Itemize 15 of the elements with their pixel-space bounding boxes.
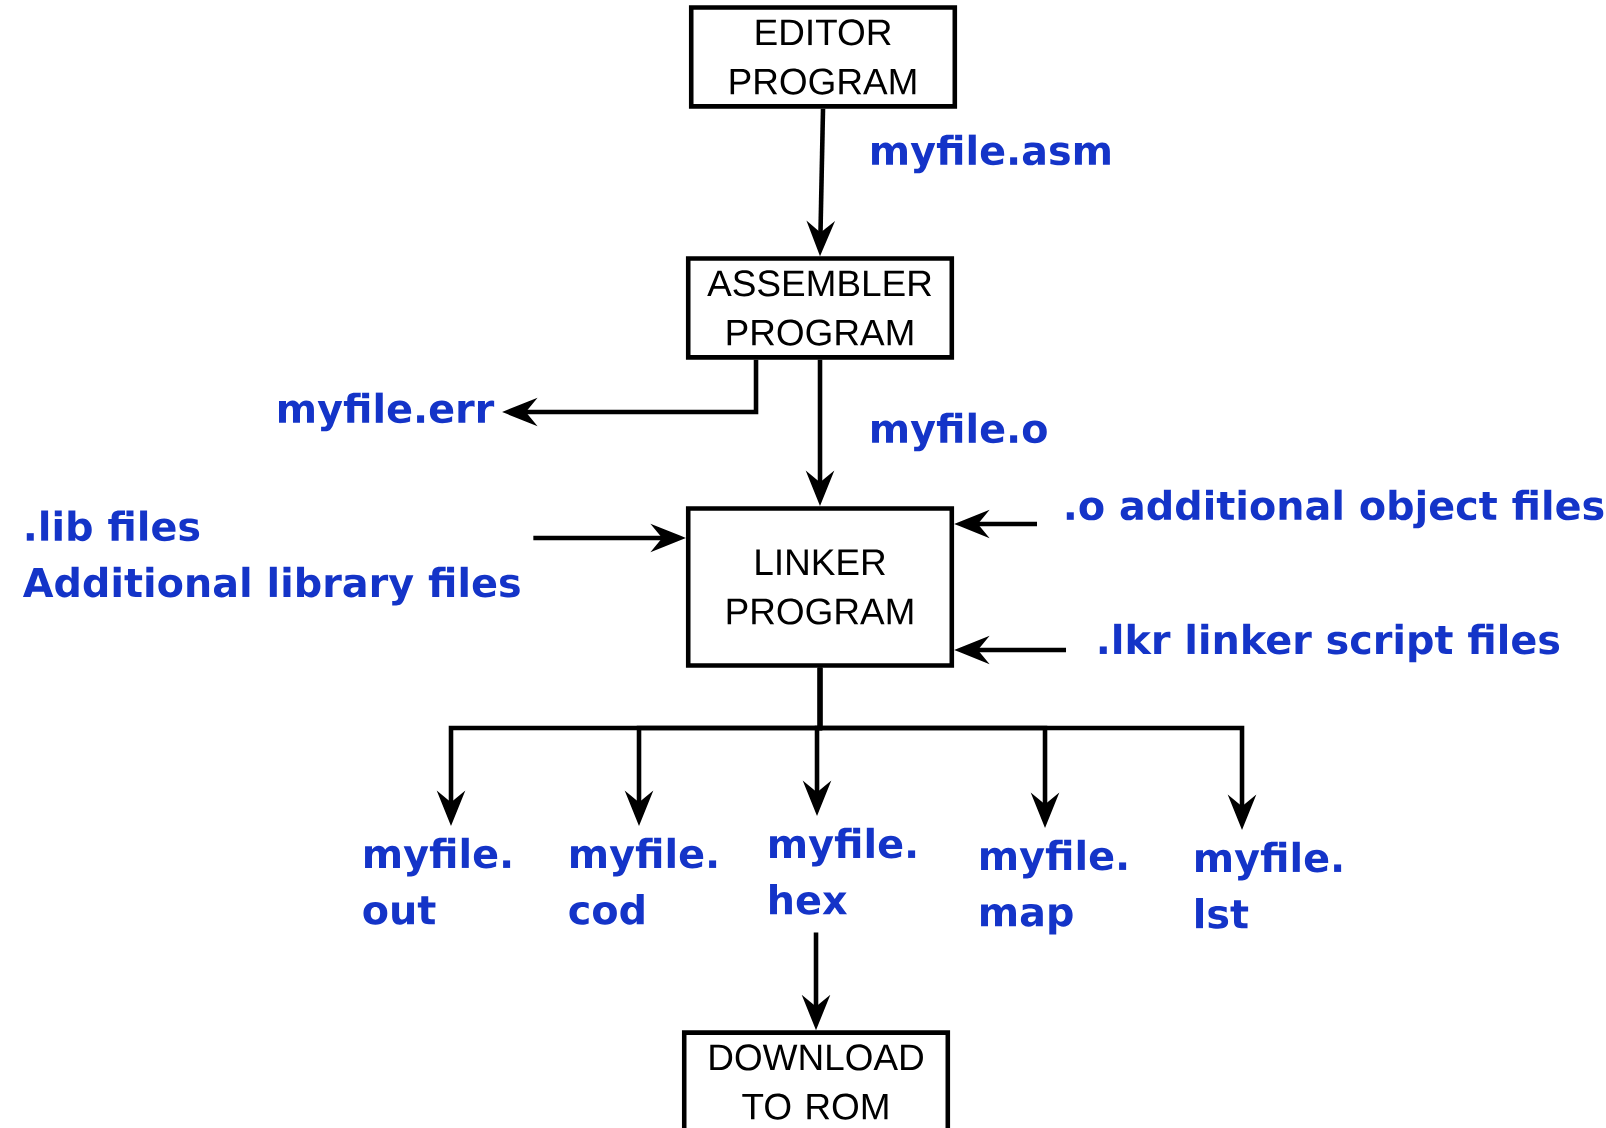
file-label: myfile. map [981,839,1127,935]
file-label: myfile.err [279,392,495,432]
file-label: myfile. cod [569,837,717,925]
file-label: .lib files Additional library files [22,510,520,606]
file-label: myfile. lst [1196,841,1342,929]
edge-label: myfile.o [872,412,1047,452]
process-box: ASSEMBLER PROGRAM [685,256,955,360]
process-box: DOWNLOAD TO ROM [681,1030,951,1128]
process-box: LINKER PROGRAM [685,506,955,668]
file-label: .lkr linker script files [1099,623,1560,663]
process-box: EDITOR PROGRAM [688,5,958,109]
file-label: .o additional object files [1066,489,1604,529]
file-label: myfile. out [363,837,511,925]
file-label: myfile. hex [770,827,916,915]
edge-label: myfile.asm [872,134,1110,174]
